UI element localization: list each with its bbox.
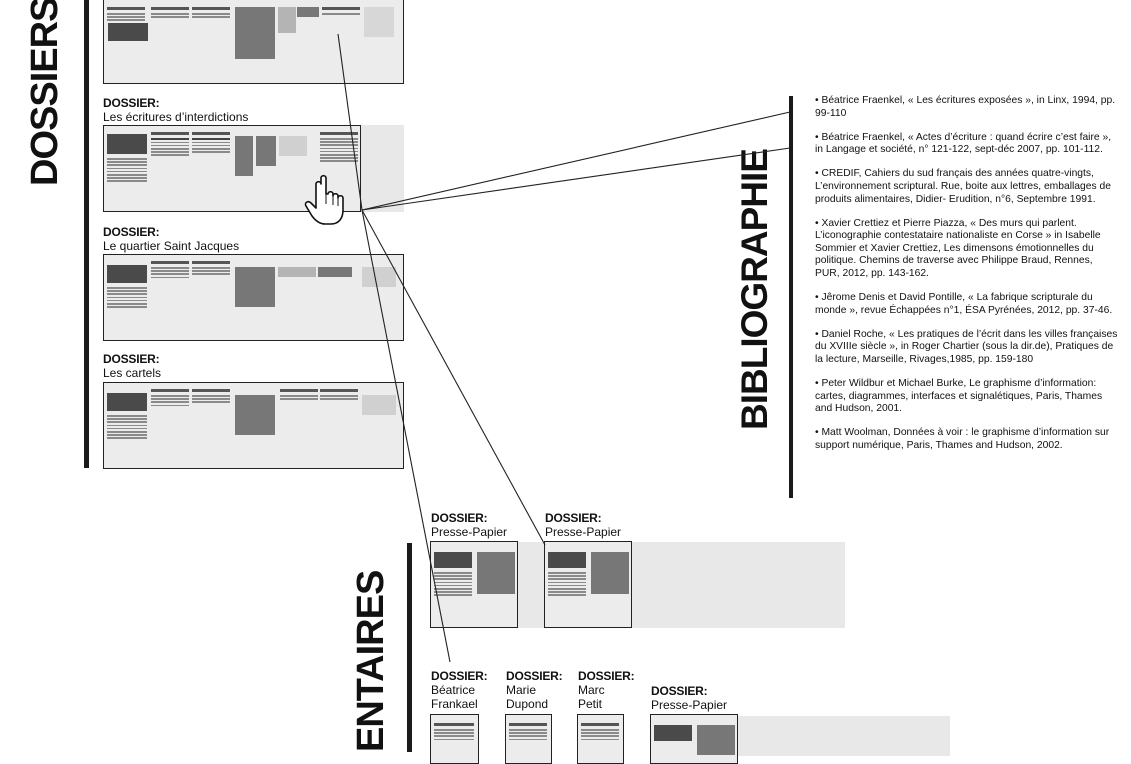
dossier-label: DOSSIER: — [431, 669, 488, 683]
dossier-label: DOSSIER: — [578, 669, 635, 683]
dossier-name: Le quartier Saint Jacques — [103, 239, 240, 253]
dossier-label: DOSSIER: — [103, 225, 160, 239]
dossier-panel-3[interactable] — [103, 382, 404, 469]
dossier-panel-1[interactable] — [103, 125, 361, 212]
dossier-panel-top[interactable] — [103, 0, 404, 84]
dossier-name-line1: Marc — [578, 683, 605, 697]
dossier-name: Les écritures d’interdictions — [103, 110, 249, 124]
comment-heading-4: DOSSIER: Presse-Papier — [651, 684, 727, 712]
hand-pointer-icon — [304, 174, 344, 225]
bibliographie-rule — [789, 96, 793, 498]
comment-panel-2[interactable] — [505, 714, 552, 764]
dossiers-rule — [84, 0, 89, 468]
dossier-name: Presse-Papier — [545, 525, 622, 539]
dossier-strip-1 — [360, 125, 404, 212]
bib-entry: • Béatrice Fraenkel, « Actes d’écriture … — [815, 131, 1112, 156]
dossier-heading-1: DOSSIER: Les écritures d’interdictions — [103, 96, 248, 124]
bibliography-list: • Béatrice Fraenkel, « Les écritures exp… — [815, 95, 1120, 464]
dossier-panel-2[interactable] — [103, 254, 404, 341]
bib-entry: • Béatrice Fraenkel, « Les écritures exp… — [815, 95, 1116, 119]
bibliographie-title: BIBLIOGRAPHIE — [734, 149, 775, 430]
comment-panel-1[interactable] — [430, 714, 479, 764]
dossier-label: DOSSIER: — [506, 669, 563, 683]
dossier-label: DOSSIER: — [103, 352, 160, 366]
presse-panel-2[interactable] — [544, 541, 632, 628]
comment-heading-2: DOSSIER: Marie Dupond — [506, 669, 563, 711]
dossier-heading-3: DOSSIER: Les cartels — [103, 352, 161, 380]
comment-panel-4[interactable] — [650, 714, 738, 764]
dossier-name-line2: Frankael — [431, 697, 478, 711]
dossier-name-line2: Petit — [578, 697, 603, 711]
dossier-heading-2: DOSSIER: Le quartier Saint Jacques — [103, 225, 239, 253]
comment-heading-3: DOSSIER: Marc Petit — [578, 669, 635, 711]
presse-heading-1: DOSSIER: Presse-Papier — [431, 511, 507, 539]
presse-panel-1[interactable] — [430, 541, 518, 628]
dossier-name: Les cartels — [103, 366, 162, 380]
comment-heading-1: DOSSIER: Béatrice Frankael — [431, 669, 488, 711]
bib-entry: • Xavier Crettiez et Pierre Piazza, « De… — [815, 217, 1101, 280]
bib-entry: • CREDIF, Cahiers du sud français des an… — [815, 168, 1111, 205]
dossier-name-line1: Presse-Papier — [651, 698, 728, 712]
dossier-name-line1: Béatrice — [431, 683, 476, 697]
bib-entry: • Daniel Roche, « Les pratiques de l’écr… — [815, 328, 1118, 365]
bib-entry: • Peter Wildbur et Michael Burke, Le gra… — [815, 378, 1103, 415]
commentaires-rule — [407, 543, 412, 752]
dossier-name-line1: Marie — [506, 683, 537, 697]
dossier-label: DOSSIER: — [545, 511, 602, 525]
bib-entry: • Matt Woolman, Données à voir : le grap… — [815, 427, 1110, 451]
comment-panel-3[interactable] — [577, 714, 624, 764]
presse-heading-2: DOSSIER: Presse-Papier — [545, 511, 621, 539]
dossier-name-line2: Dupond — [506, 697, 549, 711]
commentaires-title: ENTAIRES — [350, 570, 392, 752]
dossier-label: DOSSIER: — [651, 684, 708, 698]
bib-entry: • Jêrome Denis et David Pontille, « La f… — [815, 292, 1113, 316]
dossier-name: Presse-Papier — [431, 525, 508, 539]
dossier-label: DOSSIER: — [103, 96, 160, 110]
dossiers-title: DOSSIERS — [24, 0, 66, 186]
dossier-label: DOSSIER: — [431, 511, 488, 525]
